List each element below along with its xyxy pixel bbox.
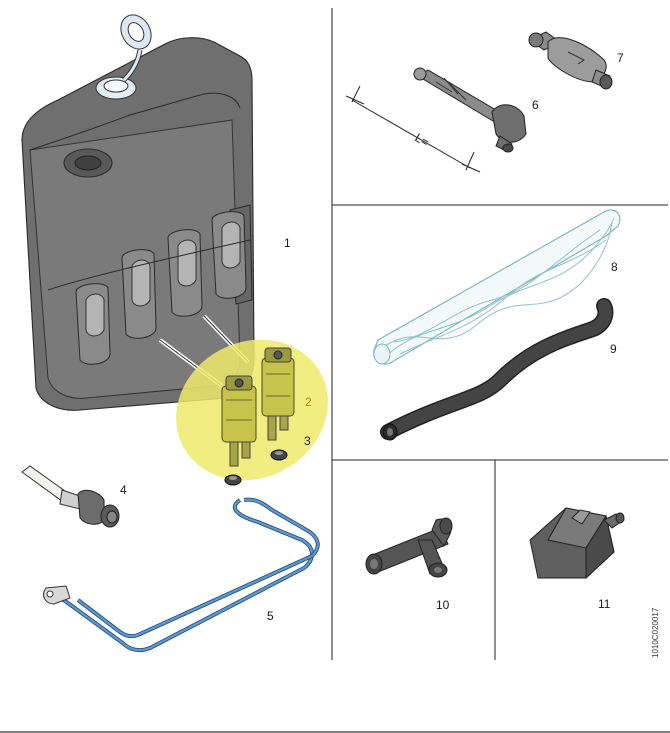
callout-6: 6 <box>532 98 539 112</box>
wiring-harness-illustration <box>43 497 320 653</box>
level-sensor-illustration <box>21 465 120 528</box>
callout-3: 3 <box>304 434 311 448</box>
callout-1: 1 <box>284 236 291 250</box>
callout-2: 2 <box>305 395 312 409</box>
callout-5: 5 <box>267 609 274 623</box>
nozzle-block-illustration <box>529 507 625 580</box>
rubber-hose-illustration <box>380 298 614 441</box>
callout-9: 9 <box>610 342 617 356</box>
braided-hose-illustration <box>373 209 621 365</box>
check-valve-illustration <box>528 31 613 90</box>
callout-7: 7 <box>617 51 624 65</box>
washer-nozzle-illustration <box>345 67 527 173</box>
panel-dividers <box>0 8 670 733</box>
figure-code: 1010C020017 <box>651 607 660 658</box>
washer-reservoir-illustration <box>21 14 255 411</box>
pump-grommets <box>224 449 288 486</box>
callout-10: 10 <box>436 598 450 612</box>
washer-pump-highlight <box>176 339 328 481</box>
callout-4: 4 <box>120 483 127 497</box>
dimension-label: L= <box>413 130 432 149</box>
callout-labels: 1 2 3 4 5 6 7 8 9 10 11 L= 1010C020017 <box>120 51 660 658</box>
callout-11: 11 <box>598 597 611 611</box>
callout-8: 8 <box>611 260 618 274</box>
t-connector-illustration <box>365 517 453 578</box>
